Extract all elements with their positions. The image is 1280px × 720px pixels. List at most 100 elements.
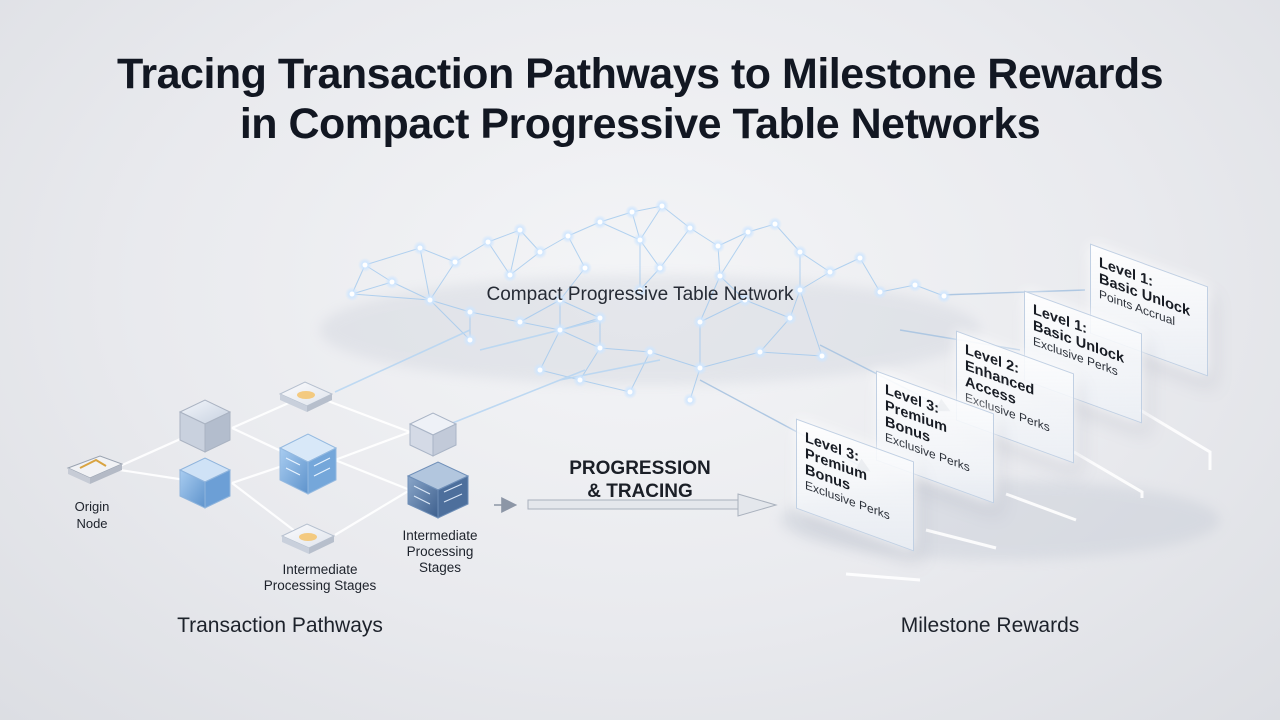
network-node [557,297,563,303]
processing-cube-glass [408,412,458,457]
network-link [799,289,823,357]
stages-right-line-2: Processing [406,544,474,559]
network-link [649,351,701,369]
network-node [659,203,665,209]
network-link [469,311,521,323]
network-link [699,351,761,369]
network-link [599,221,641,241]
network-node [417,245,423,251]
network-node [537,367,543,373]
stages-left-line-2: Processing Stages [263,578,377,593]
network-link [759,351,823,357]
network-node [629,209,635,215]
processing-tile-bottom [280,523,336,554]
network-node [819,353,825,359]
network-node [597,315,603,321]
network-node [697,319,703,325]
progression-line-1: PROGRESSION [569,458,711,479]
network-node [717,273,723,279]
network-node [517,319,523,325]
network-node [577,377,583,383]
reward-card-bases [845,408,1212,582]
title-line-1: Tracing Transaction Pathways to Mileston… [116,50,1164,98]
network-node [797,249,803,255]
network-node [467,309,473,315]
network-node [787,315,793,321]
network-link [559,299,601,319]
title-line-2: in Compact Progressive Table Networks [239,100,1041,148]
intermediate-stages-label-left: Intermediate Processing Stages [240,562,400,594]
network-node [582,265,588,271]
network-node [687,397,693,403]
network-link [699,299,746,323]
network-link [364,247,421,266]
network-node [912,282,918,288]
origin-label-line-2: Node [76,516,108,531]
network-node [389,279,395,285]
network-node [627,389,633,395]
origin-node-label: Origin Node [52,498,132,532]
network-link [699,275,721,323]
network-node [877,289,883,295]
progression-line-2: & TRACING [587,481,693,502]
origin-node-icon [66,455,124,484]
network-link [559,329,601,349]
network-node [827,269,833,275]
network-node [452,259,458,265]
network-node [941,293,947,299]
network-node [715,243,721,249]
network-node [657,265,663,271]
network-node [647,349,653,355]
processing-cube-blue [178,457,232,509]
network-node [797,287,803,293]
network-link [419,247,431,301]
progression-label: PROGRESSION & TRACING [545,457,735,503]
network-node [557,327,563,333]
stages-right-line-1: Intermediate [402,528,478,543]
network-link [719,231,749,277]
processing-cube-dark [406,461,470,519]
network-node [507,272,513,278]
pathway-to-network-links [334,319,661,431]
network-nodes [345,199,951,407]
network-link [659,227,691,269]
network-node [427,297,433,303]
network-node [772,221,778,227]
network-node [687,225,693,231]
stages-right-line-3: Stages [418,560,462,575]
network-node [637,287,643,293]
network-node [857,255,863,261]
network-link [351,293,431,301]
network-node [745,229,751,235]
milestone-rewards-label: Milestone Rewards [900,614,1080,637]
network-link [629,351,651,393]
network-link [599,347,651,353]
progression-arrow [494,493,778,517]
network-link [429,261,456,301]
network-node [467,337,473,343]
stages-left-line-1: Intermediate [282,562,358,577]
network-link [509,229,521,276]
network-node [362,262,368,268]
transaction-pathways-label: Transaction Pathways [177,614,383,637]
network-node [349,291,355,297]
network-node [742,297,748,303]
network-link [579,379,631,393]
network-node [697,365,703,371]
network-link [519,299,561,323]
network-link [744,299,791,319]
processing-cube-circuit [278,433,338,495]
network-node [597,219,603,225]
network-link [539,329,561,371]
network-node [597,345,603,351]
network-node [757,349,763,355]
network-node [517,227,523,233]
network-node [537,249,543,255]
network-label: Compact Progressive Table Network [486,284,794,305]
network-node [485,239,491,245]
network-link [759,317,791,353]
network-node [637,237,643,243]
processing-cube-gray [178,399,232,453]
origin-label-line-1: Origin [74,499,110,514]
network-link [391,281,431,301]
